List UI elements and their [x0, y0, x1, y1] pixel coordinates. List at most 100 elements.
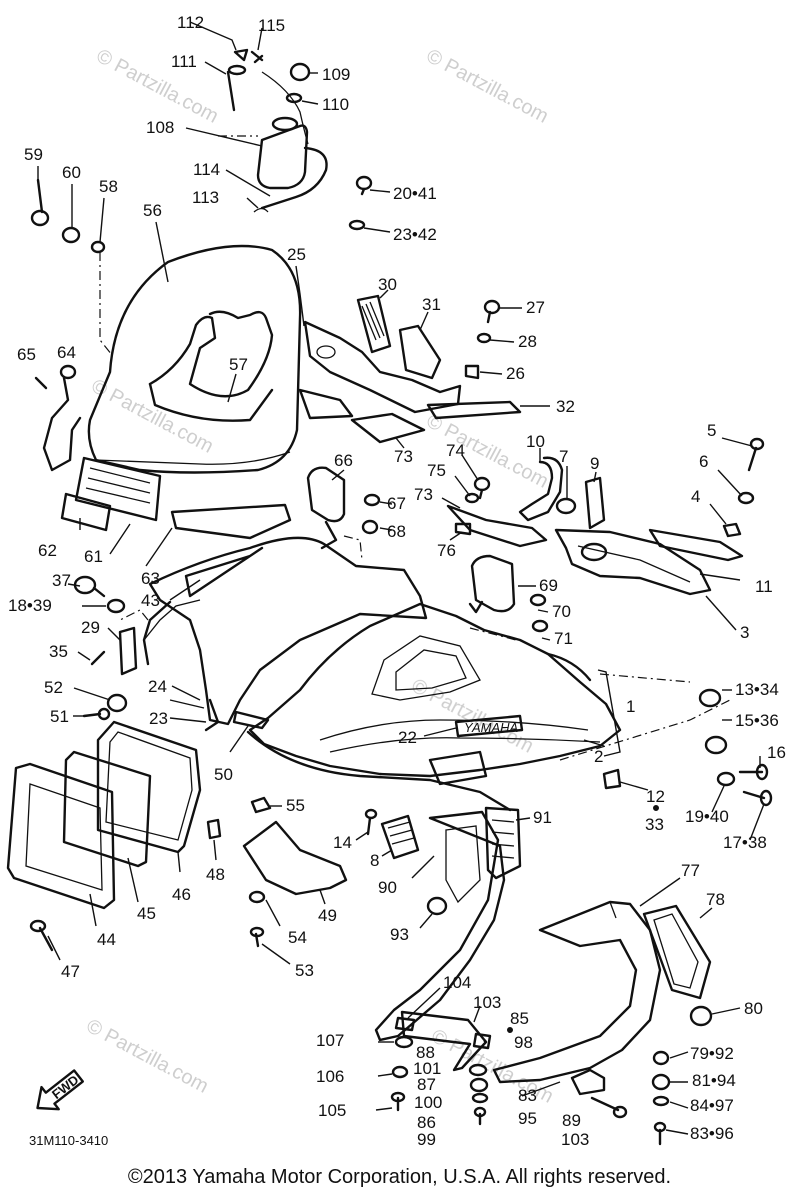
label-85: 85 [510, 1009, 529, 1028]
clip-98 [472, 1032, 492, 1050]
washer-18-39 [106, 598, 126, 614]
label-95: 95 [518, 1109, 537, 1128]
assembly-line-1 [599, 673, 691, 683]
spacer-15-36 [704, 735, 728, 755]
nut-60 [61, 226, 81, 244]
clip-104 [394, 1016, 416, 1032]
label-3: 3 [740, 623, 749, 642]
label-88: 88 [416, 1043, 435, 1062]
washer-54 [248, 890, 266, 904]
emblem-62 [60, 492, 112, 532]
label-9: 9 [590, 454, 599, 473]
label-17-38: 17•38 [723, 833, 767, 852]
label-115: 115 [258, 16, 285, 35]
assembly-line-3 [469, 627, 517, 641]
label-114: 114 [193, 160, 220, 179]
label-14: 14 [333, 833, 352, 852]
label-110: 110 [322, 95, 349, 114]
washer-101 [468, 1063, 488, 1077]
label-13-34: 13•34 [735, 680, 779, 699]
label-73a: 73 [394, 447, 413, 466]
label-32: 32 [556, 397, 575, 416]
screw-head-111 [227, 64, 247, 76]
washer-106 [391, 1065, 409, 1079]
label-67: 67 [387, 494, 406, 513]
screw-35 [90, 650, 106, 666]
label-58: 58 [99, 177, 118, 196]
label-112: 112 [177, 13, 204, 32]
screw-111 [226, 70, 236, 112]
callout-labels: 112 115 111 109 110 108 114 113 20•41 23… [8, 13, 786, 1149]
washer-6 [737, 491, 755, 505]
label-37: 37 [52, 571, 71, 590]
bracket-49 [242, 820, 348, 896]
label-65: 65 [17, 345, 36, 364]
dot-33 [653, 805, 659, 811]
label-8: 8 [370, 851, 379, 870]
grommet-58 [90, 240, 106, 254]
clip-55 [250, 796, 272, 814]
label-19-40: 19•40 [685, 807, 729, 826]
clip-76 [454, 522, 472, 536]
label-113: 113 [192, 188, 219, 207]
label-91: 91 [533, 808, 552, 827]
label-4: 4 [691, 487, 700, 506]
bracket-line-1 [597, 669, 621, 757]
clip-112 [233, 48, 249, 62]
label-99: 99 [417, 1130, 436, 1149]
label-90: 90 [378, 878, 397, 897]
washer-107 [394, 1035, 414, 1049]
nut-4 [722, 522, 742, 538]
label-78: 78 [706, 890, 725, 909]
washer-110 [285, 92, 303, 104]
grommet-87 [469, 1077, 489, 1093]
frame-edge [142, 600, 172, 666]
label-79-92: 79•92 [690, 1044, 734, 1063]
label-62: 62 [38, 541, 57, 560]
label-60: 60 [62, 163, 81, 182]
label-74: 74 [446, 441, 465, 460]
label-83a: 83 [518, 1086, 537, 1105]
label-71: 71 [554, 629, 573, 648]
dash-58 [99, 252, 113, 356]
label-31: 31 [422, 295, 441, 314]
bar-73b [446, 504, 548, 548]
label-66: 66 [334, 451, 353, 470]
bracket-29 [118, 626, 138, 676]
assembly-line-2 [559, 699, 731, 761]
label-6: 6 [699, 452, 708, 471]
bolt-27 [483, 299, 501, 315]
label-15-36: 15•36 [735, 711, 779, 730]
bolt-70 [529, 593, 547, 607]
main-cover-2 [248, 602, 622, 778]
label-33: 33 [645, 815, 664, 834]
label-51: 51 [50, 707, 69, 726]
grommet-13-34 [698, 688, 722, 708]
mirror-69 [470, 554, 516, 613]
copyright-notice: ©2013 Yamaha Motor Corporation, U.S.A. A… [127, 1166, 672, 1188]
frame-46 [96, 720, 202, 854]
label-53: 53 [295, 961, 314, 980]
label-56: 56 [143, 201, 162, 220]
label-107: 107 [316, 1031, 344, 1050]
bolt-89 [590, 1096, 620, 1112]
reservoir-hose [260, 146, 328, 210]
label-103b: 103 [561, 1130, 589, 1149]
grommet-81-94 [651, 1073, 671, 1091]
fwd-arrow-icon: FWD [36, 1069, 84, 1111]
bracket-64 [42, 376, 82, 472]
label-108: 108 [146, 118, 174, 137]
label-25: 25 [287, 245, 306, 264]
mirror-66 [306, 466, 346, 523]
label-100: 100 [414, 1093, 442, 1112]
label-105: 105 [318, 1101, 346, 1120]
washer-19-40 [716, 771, 736, 787]
label-81-94: 81•94 [692, 1071, 736, 1090]
pipe-10 [518, 456, 564, 522]
label-35: 35 [49, 642, 68, 661]
lower-cowl-77 [492, 900, 662, 1084]
label-103a: 103 [473, 993, 501, 1012]
nut-52 [106, 693, 128, 713]
clip-26 [464, 364, 480, 380]
